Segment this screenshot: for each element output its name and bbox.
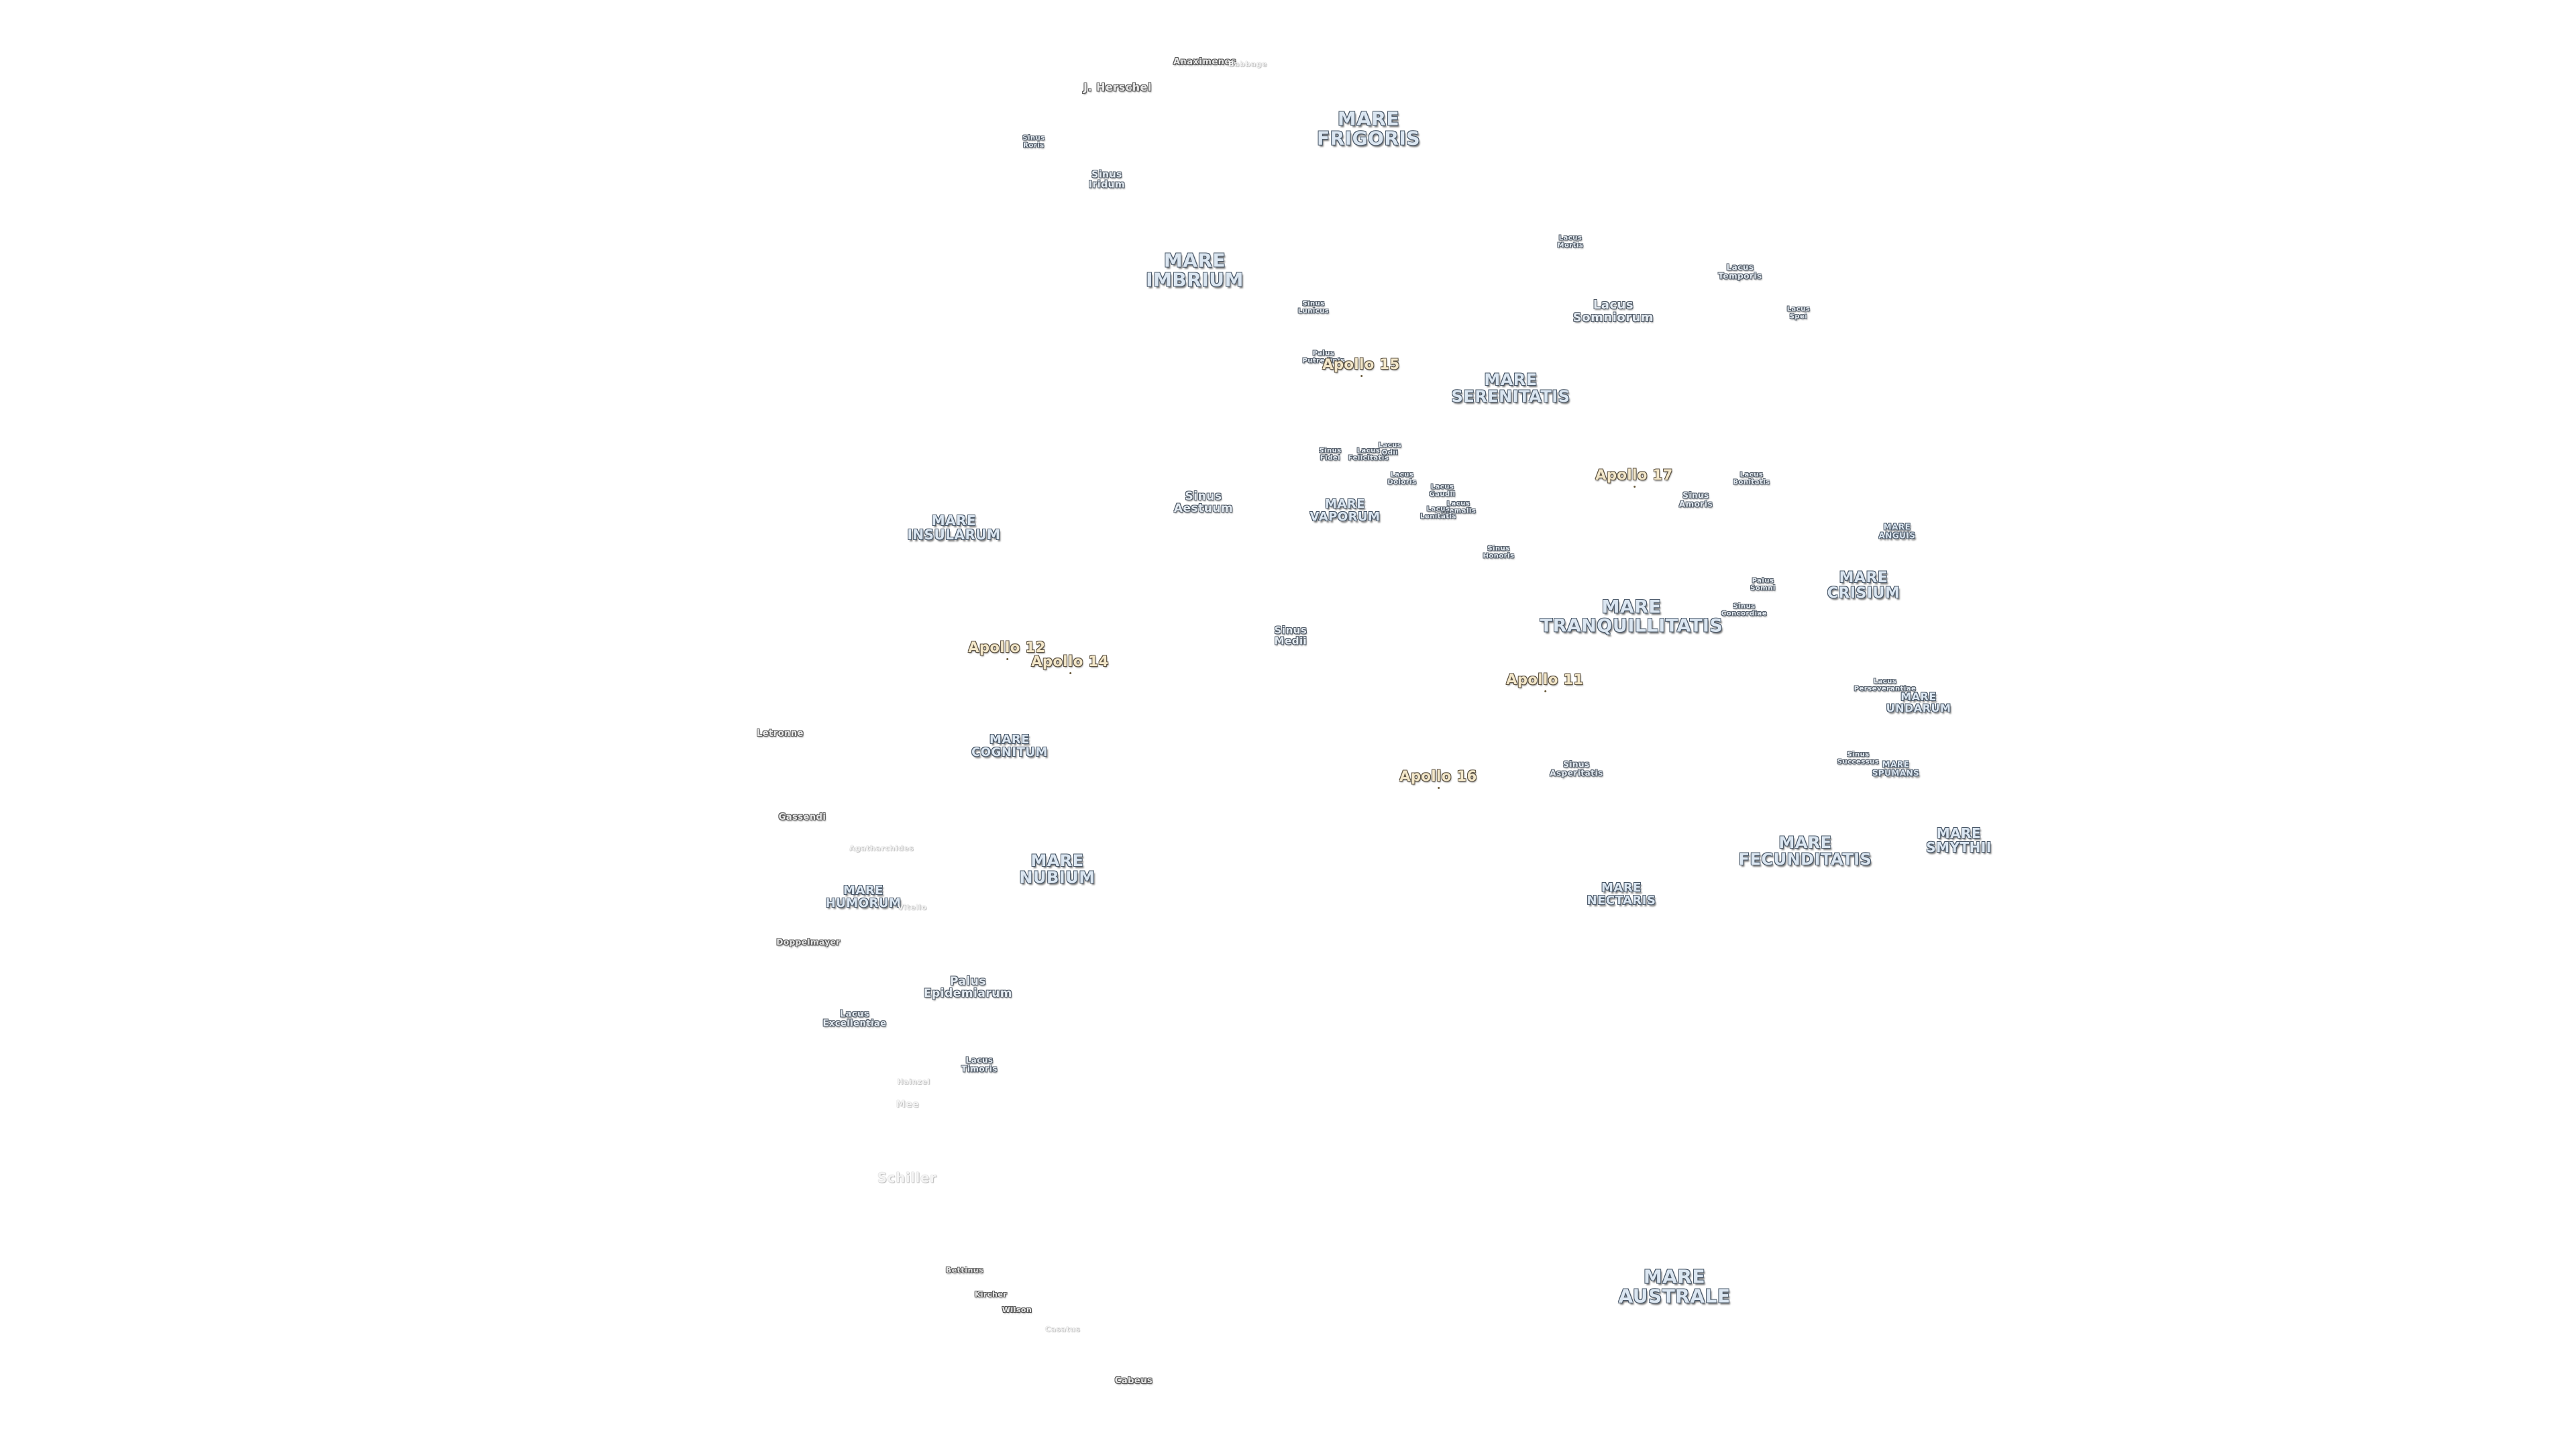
- lacus-temporis-label: Lacus Temporis: [1718, 262, 1762, 280]
- mare-insularum-label: MARE INSULARUM: [907, 513, 1001, 543]
- crater-hainzel-label: Hainzel: [897, 1077, 930, 1087]
- lacus-lenitatis-label: Lacus Lenitatis: [1420, 505, 1456, 520]
- crater-bettinus-label: Bettinus: [945, 1266, 984, 1275]
- sinus-lunicus-label: Sinus Lunicus: [1297, 300, 1330, 315]
- apollo-12-marker[interactable]: Apollo 12: [968, 639, 1046, 661]
- mare-serenitatis-label: MARE SERENITATIS: [1451, 370, 1570, 406]
- mare-nectaris-label: MARE NECTARIS: [1587, 881, 1656, 908]
- sinus-concordiae-label: Sinus Concordiae: [1721, 602, 1768, 617]
- sinus-aestuum-label: Sinus Aestuum: [1173, 490, 1234, 515]
- crater-babbage-label: Babbage: [1228, 60, 1267, 69]
- crater-vitello-label: Vitello: [898, 903, 927, 912]
- lacus-mortis-label: Lacus Mortis: [1557, 234, 1584, 249]
- crater-j-herschel-label: J. Herschel: [1083, 80, 1152, 94]
- sinus-medii-label: Sinus Medii: [1274, 624, 1307, 647]
- mare-australe-label: MARE AUSTRALE: [1618, 1265, 1731, 1307]
- apollo-16-marker[interactable]: Apollo 16: [1399, 767, 1477, 790]
- lacus-timoris-label: Lacus Timoris: [961, 1055, 998, 1073]
- crater-doppelmayer-label: Doppelmayer: [776, 937, 841, 947]
- sinus-fidei-label: Sinus Fidei: [1319, 447, 1342, 462]
- lacus-hiemalis-label: Lacus Hiemalis: [1440, 500, 1477, 515]
- lacus-gaudii-label: Lacus Gaudii: [1429, 483, 1456, 498]
- mare-frigoris-label: MARE FRIGORIS: [1316, 107, 1421, 150]
- mare-humorum-label: MARE HUMORUM: [825, 883, 902, 910]
- crater-gassendi-label: Gassendi: [778, 812, 826, 823]
- crater-anaximenes-label: Anaximenes: [1173, 57, 1237, 68]
- mare-spumans-label: MARE SPUMANS: [1872, 759, 1920, 777]
- mare-cognitum-label: MARE COGNITUM: [971, 733, 1048, 759]
- crater-agatharchides-label: Agatharchides: [849, 844, 914, 853]
- apollo-15-marker[interactable]: Apollo 15: [1322, 356, 1400, 378]
- crater-mee-label: Mee: [896, 1099, 920, 1110]
- crater-casatus-label: Casatus: [1044, 1325, 1081, 1334]
- mare-imbrium-label: MARE IMBRIUM: [1146, 249, 1244, 291]
- sinus-amoris-label: Sinus Amoris: [1678, 490, 1713, 508]
- sinus-honoris-label: Sinus Honoris: [1483, 545, 1515, 559]
- mare-anguis-label: MARE ANGUIS: [1878, 522, 1916, 540]
- crater-schiller-label: Schiller: [877, 1169, 937, 1186]
- sinus-asperitatis-label: Sinus Asperitatis: [1550, 759, 1603, 777]
- sinus-iridum-label: Sinus Iridum: [1088, 169, 1126, 190]
- crater-cabeus-label: Cabeus: [1114, 1376, 1153, 1387]
- mare-fecunditatis-label: MARE FECUNDITATIS: [1738, 833, 1872, 869]
- apollo-11-marker[interactable]: Apollo 11: [1506, 671, 1584, 693]
- lacus-odii-label: Lacus Odii: [1378, 441, 1402, 456]
- palus-putredinis-label: Palus Putredinis: [1302, 350, 1345, 364]
- crater-kircher-label: Kircher: [974, 1290, 1008, 1299]
- crater-letronne-label: Letronne: [757, 729, 804, 739]
- mare-tranquillitatis-label: MARE TRANQUILLITATIS: [1540, 596, 1723, 637]
- sinus-successus-label: Sinus Successus: [1837, 751, 1880, 765]
- lacus-bonitatis-label: Lacus Bonitatis: [1733, 471, 1770, 486]
- lacus-doloris-label: Lacus Doloris: [1387, 471, 1417, 486]
- lacus-perseverantiae-label: Lacus Perseverantiae: [1854, 678, 1917, 692]
- apollo-17-marker[interactable]: Apollo 17: [1595, 466, 1673, 488]
- lacus-felicitatis-label: Lacus Felicitatis: [1348, 447, 1389, 462]
- crater-wilson-label: Wilson: [1002, 1305, 1032, 1315]
- mare-undarum-label: MARE UNDARUM: [1886, 690, 1951, 714]
- mare-vaporum-label: MARE VAPORUM: [1309, 497, 1381, 524]
- mare-crisium-label: MARE CRISIUM: [1827, 569, 1900, 602]
- apollo-14-marker[interactable]: Apollo 14: [1031, 653, 1109, 675]
- palus-somni-label: Palus Somni: [1750, 577, 1776, 592]
- palus-epidemiarum-label: Palus Epidemiarum: [923, 975, 1013, 1000]
- mare-nubium-label: MARE NUBIUM: [1019, 851, 1095, 887]
- mare-smythii-label: MARE SMYTHII: [1926, 825, 1992, 855]
- lacus-spei-label: Lacus Spei: [1786, 305, 1811, 320]
- sinus-roris-label: Sinus Roris: [1022, 134, 1045, 149]
- lacus-somniorum-label: Lacus Somniorum: [1572, 298, 1654, 325]
- lacus-excellentiae-label: Lacus Excellentiae: [822, 1009, 887, 1028]
